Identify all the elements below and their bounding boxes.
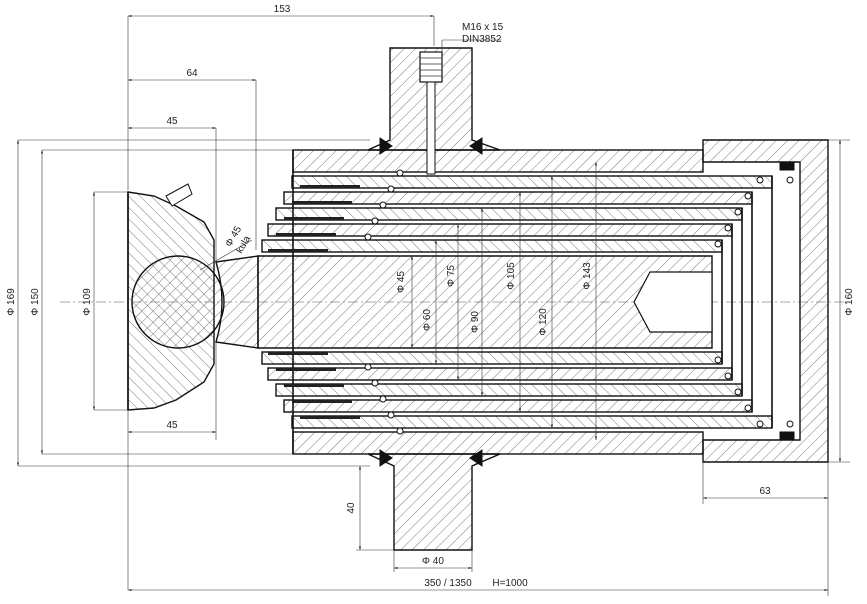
outer-barrel	[292, 149, 704, 455]
dim-top-64: 64	[186, 68, 198, 79]
dim-phi150: Φ 150	[30, 288, 41, 316]
dim-d60: Φ 60	[422, 309, 433, 331]
dim-phi169: Φ 169	[6, 288, 17, 316]
dim-d90: Φ 90	[470, 311, 481, 333]
end-cap	[702, 139, 829, 463]
dim-d120: Φ 120	[538, 308, 549, 336]
stage-end-plates	[721, 176, 773, 428]
thread-spec-line1: M16 x 15	[462, 22, 504, 33]
plunger	[257, 255, 713, 349]
guide-rings	[268, 185, 360, 419]
dim-phi160: Φ 160	[844, 288, 855, 316]
dim-d45: Φ 45	[396, 271, 407, 293]
trunnion-top	[367, 47, 501, 175]
dim-height: H=1000	[492, 578, 528, 589]
dim-trunnion-phi40: Φ 40	[422, 556, 444, 567]
stage-2	[267, 223, 733, 381]
mounting-head	[127, 183, 259, 411]
trunnion-bottom	[367, 449, 501, 551]
dim-bottom-45: 45	[166, 420, 178, 431]
dim-phi109: Φ 109	[82, 288, 93, 316]
dimension-lines	[16, 14, 850, 596]
dim-top-45: 45	[166, 116, 178, 127]
dim-d143: Φ 143	[582, 262, 593, 290]
thread-spec-line2: DIN3852	[462, 34, 502, 45]
dim-d105: Φ 105	[506, 262, 517, 290]
seal-balls	[364, 169, 794, 435]
dim-stroke: 350 / 1350	[424, 578, 472, 589]
dim-d75: Φ 75	[446, 265, 457, 287]
dim-top-153: 153	[274, 4, 291, 15]
dim-trunnion-40: 40	[346, 502, 357, 514]
stage-3	[275, 207, 743, 397]
stage-4	[283, 191, 753, 413]
dim-63: 63	[759, 486, 771, 497]
stage-5	[291, 175, 773, 429]
